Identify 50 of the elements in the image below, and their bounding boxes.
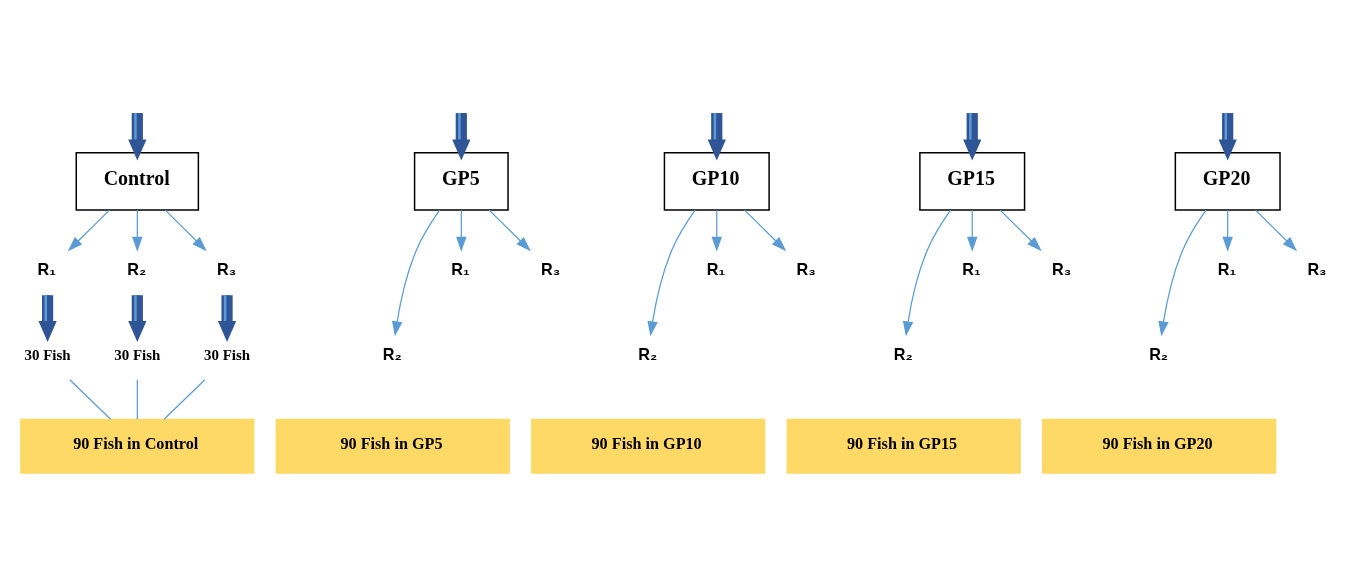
node-text: R₁	[1217, 260, 1237, 279]
node-box: GP20	[1174, 152, 1281, 211]
node-text: R₂	[127, 260, 147, 279]
node-text: R₁	[706, 260, 726, 279]
arrow	[902, 209, 952, 337]
node-box: 90 Fish in GP15	[786, 418, 1021, 474]
arrow	[999, 209, 1042, 252]
arrow	[456, 209, 467, 252]
node-box: Control	[75, 152, 200, 211]
arrow	[128, 295, 147, 342]
node-text: 30 Fish	[203, 346, 251, 363]
node-text: R₁	[37, 260, 57, 279]
node-text: R₁	[962, 260, 981, 279]
node-text: R₃	[796, 260, 816, 279]
node-text: R₃	[217, 260, 237, 279]
node-box: GP15	[919, 152, 1026, 211]
node-text: R₃	[541, 260, 561, 279]
node-text: R₁	[451, 260, 470, 279]
node-text: 30 Fish	[114, 346, 161, 363]
connector	[69, 379, 112, 420]
arrow	[1158, 209, 1207, 337]
arrow	[647, 209, 696, 337]
node-text: R₂	[638, 345, 658, 364]
node-box: 90 Fish in GP10	[531, 418, 766, 474]
arrow	[132, 209, 143, 252]
node-text: R₂	[893, 345, 913, 364]
connector	[136, 379, 138, 420]
arrow	[392, 209, 441, 337]
arrow	[967, 209, 978, 252]
arrow	[1222, 209, 1233, 252]
node-box: GP10	[663, 152, 770, 211]
arrow	[711, 209, 722, 252]
node-text: R₃	[1051, 260, 1072, 279]
arrow	[67, 209, 111, 252]
node-text: 30 Fish	[24, 346, 71, 363]
node-box: 90 Fish in Control	[20, 418, 255, 474]
arrow	[963, 113, 982, 161]
node-text: R₂	[1149, 345, 1169, 364]
arrow	[1254, 209, 1298, 252]
node-box: 90 Fish in GP5	[275, 418, 510, 474]
arrow	[744, 209, 787, 252]
node-text: R₃	[1307, 260, 1327, 279]
arrow	[164, 209, 207, 252]
node-box: 90 Fish in GP20	[1042, 418, 1277, 474]
arrow	[217, 295, 237, 342]
arrow	[488, 209, 531, 252]
node-text: R₂	[382, 345, 402, 364]
connector	[163, 379, 206, 420]
node-box: GP5	[413, 152, 509, 211]
arrow	[38, 295, 57, 342]
